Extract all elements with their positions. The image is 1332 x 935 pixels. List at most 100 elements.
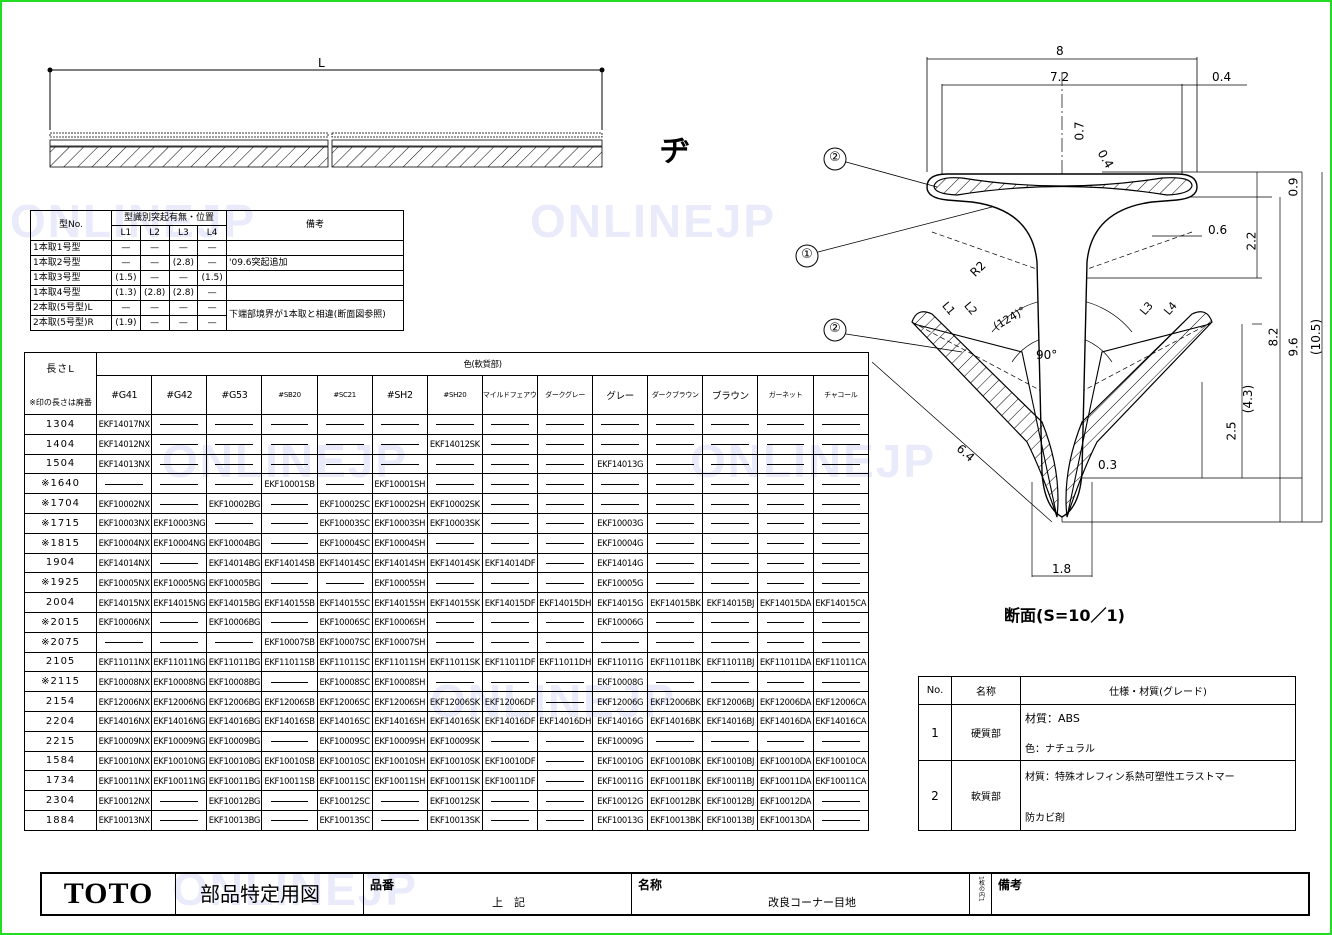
empty-cell (537, 790, 594, 811)
dash-mark (160, 622, 199, 624)
part-code-cell: EKF10006NX (96, 611, 153, 633)
type-value: — (111, 240, 141, 256)
dash-mark (270, 582, 309, 584)
dash-mark (325, 424, 364, 426)
dash-mark (160, 642, 199, 644)
empty-cell (647, 512, 704, 534)
parts-spec-material: 材質：ABS (1025, 712, 1080, 725)
empty-cell (757, 611, 814, 633)
part-code-cell: EKF10010BJ (702, 750, 759, 772)
empty-cell (426, 453, 483, 475)
dash-mark (766, 582, 805, 584)
empty-cell (702, 433, 759, 455)
empty-cell (647, 611, 704, 633)
empty-cell (812, 611, 870, 633)
empty-cell (647, 414, 704, 435)
part-no-label: 品番 (370, 878, 395, 892)
part-code-cell: EKF14015DH (537, 592, 594, 613)
part-code-cell: EKF10013SK (426, 809, 483, 831)
part-code-cell: EKF10004G (592, 532, 649, 554)
dash-mark (270, 463, 309, 465)
empty-cell (151, 809, 208, 831)
color-column-header: #G41 (96, 375, 153, 415)
empty-cell (261, 493, 318, 514)
dash-mark (105, 642, 144, 644)
empty-cell (316, 473, 373, 495)
part-code-cell: EKF10010G (592, 750, 649, 772)
length-cell: ※1715 (23, 512, 98, 534)
empty-cell (537, 730, 594, 752)
dash-mark (656, 543, 695, 545)
empty-cell (812, 473, 870, 495)
empty-cell (261, 532, 318, 554)
dash-mark (766, 642, 805, 644)
color-column-header: ダークブラウン (647, 375, 704, 415)
part-code-cell: EKF14015DF (481, 592, 539, 613)
dash-mark (601, 503, 640, 505)
part-code-cell: EKF12006BG (206, 691, 263, 712)
empty-cell (261, 730, 318, 752)
empty-cell (757, 433, 814, 455)
dash-mark (435, 463, 474, 465)
part-code-cell: EKF10007SB (261, 631, 318, 653)
dash-mark (546, 503, 585, 505)
type-name: 1本取4号型 (30, 285, 112, 301)
part-code-cell: EKF11011CA (812, 651, 870, 673)
dim-0-9: 0.9 (1286, 177, 1301, 197)
part-code-cell: EKF10006SH (371, 611, 428, 633)
type-name: 1本取1号型 (30, 240, 112, 256)
remarks-cell: 備考 (992, 874, 1308, 914)
empty-cell (592, 433, 649, 455)
empty-cell (647, 671, 704, 693)
part-code-cell: EKF10010NX (96, 750, 153, 772)
type-value: — (111, 300, 141, 316)
type-value: (1.3) (111, 285, 141, 301)
dim-0-7: 0.7 (1072, 121, 1087, 141)
dash-mark (435, 543, 474, 545)
empty-cell (812, 493, 870, 514)
empty-cell (481, 611, 539, 633)
empty-cell (206, 433, 263, 455)
color-column-header: マイルドフェアウッド (481, 375, 539, 415)
part-code-cell: EKF14016DA (757, 710, 814, 732)
dash-mark (821, 523, 860, 525)
empty-cell (702, 414, 759, 435)
empty-cell (812, 552, 870, 574)
empty-cell (702, 473, 759, 495)
dash-mark (160, 424, 199, 426)
empty-cell (151, 414, 208, 435)
dash-mark (711, 424, 750, 426)
length-header: 長さL ※印の長さは廃番 (23, 352, 98, 415)
dash-mark (160, 503, 199, 505)
dash-mark (215, 523, 254, 525)
dash-mark (160, 444, 199, 446)
length-cell: 1904 (23, 552, 98, 574)
dim-8: 8 (1056, 44, 1064, 58)
type-value: — (139, 315, 170, 331)
type-row: 1本取3号型(1.5)——(1.5) (30, 270, 404, 286)
empty-cell (702, 572, 759, 594)
dash-mark (491, 741, 529, 743)
dash-mark (380, 424, 419, 426)
dash-mark (546, 562, 585, 564)
dash-mark (601, 642, 640, 644)
type-value: — (168, 300, 199, 316)
color-column-header: #SH2 (371, 375, 428, 415)
part-code-cell: EKF10010SC (316, 750, 373, 772)
dash-mark (766, 562, 805, 564)
empty-cell (316, 414, 373, 435)
dash-mark (656, 562, 695, 564)
logo-cell: TOTO (42, 874, 176, 914)
part-code-cell: EKF10012G (592, 790, 649, 811)
section-symbol: ヂ (660, 134, 690, 169)
dash-mark (711, 463, 750, 465)
dash-mark (766, 741, 805, 743)
empty-cell (261, 790, 318, 811)
empty-cell (261, 433, 318, 455)
empty-cell (426, 631, 483, 653)
empty-cell (151, 631, 208, 653)
empty-cell (647, 433, 704, 455)
empty-cell (537, 809, 594, 831)
empty-cell (647, 730, 704, 752)
part-code-cell: EKF12006DA (757, 691, 814, 712)
